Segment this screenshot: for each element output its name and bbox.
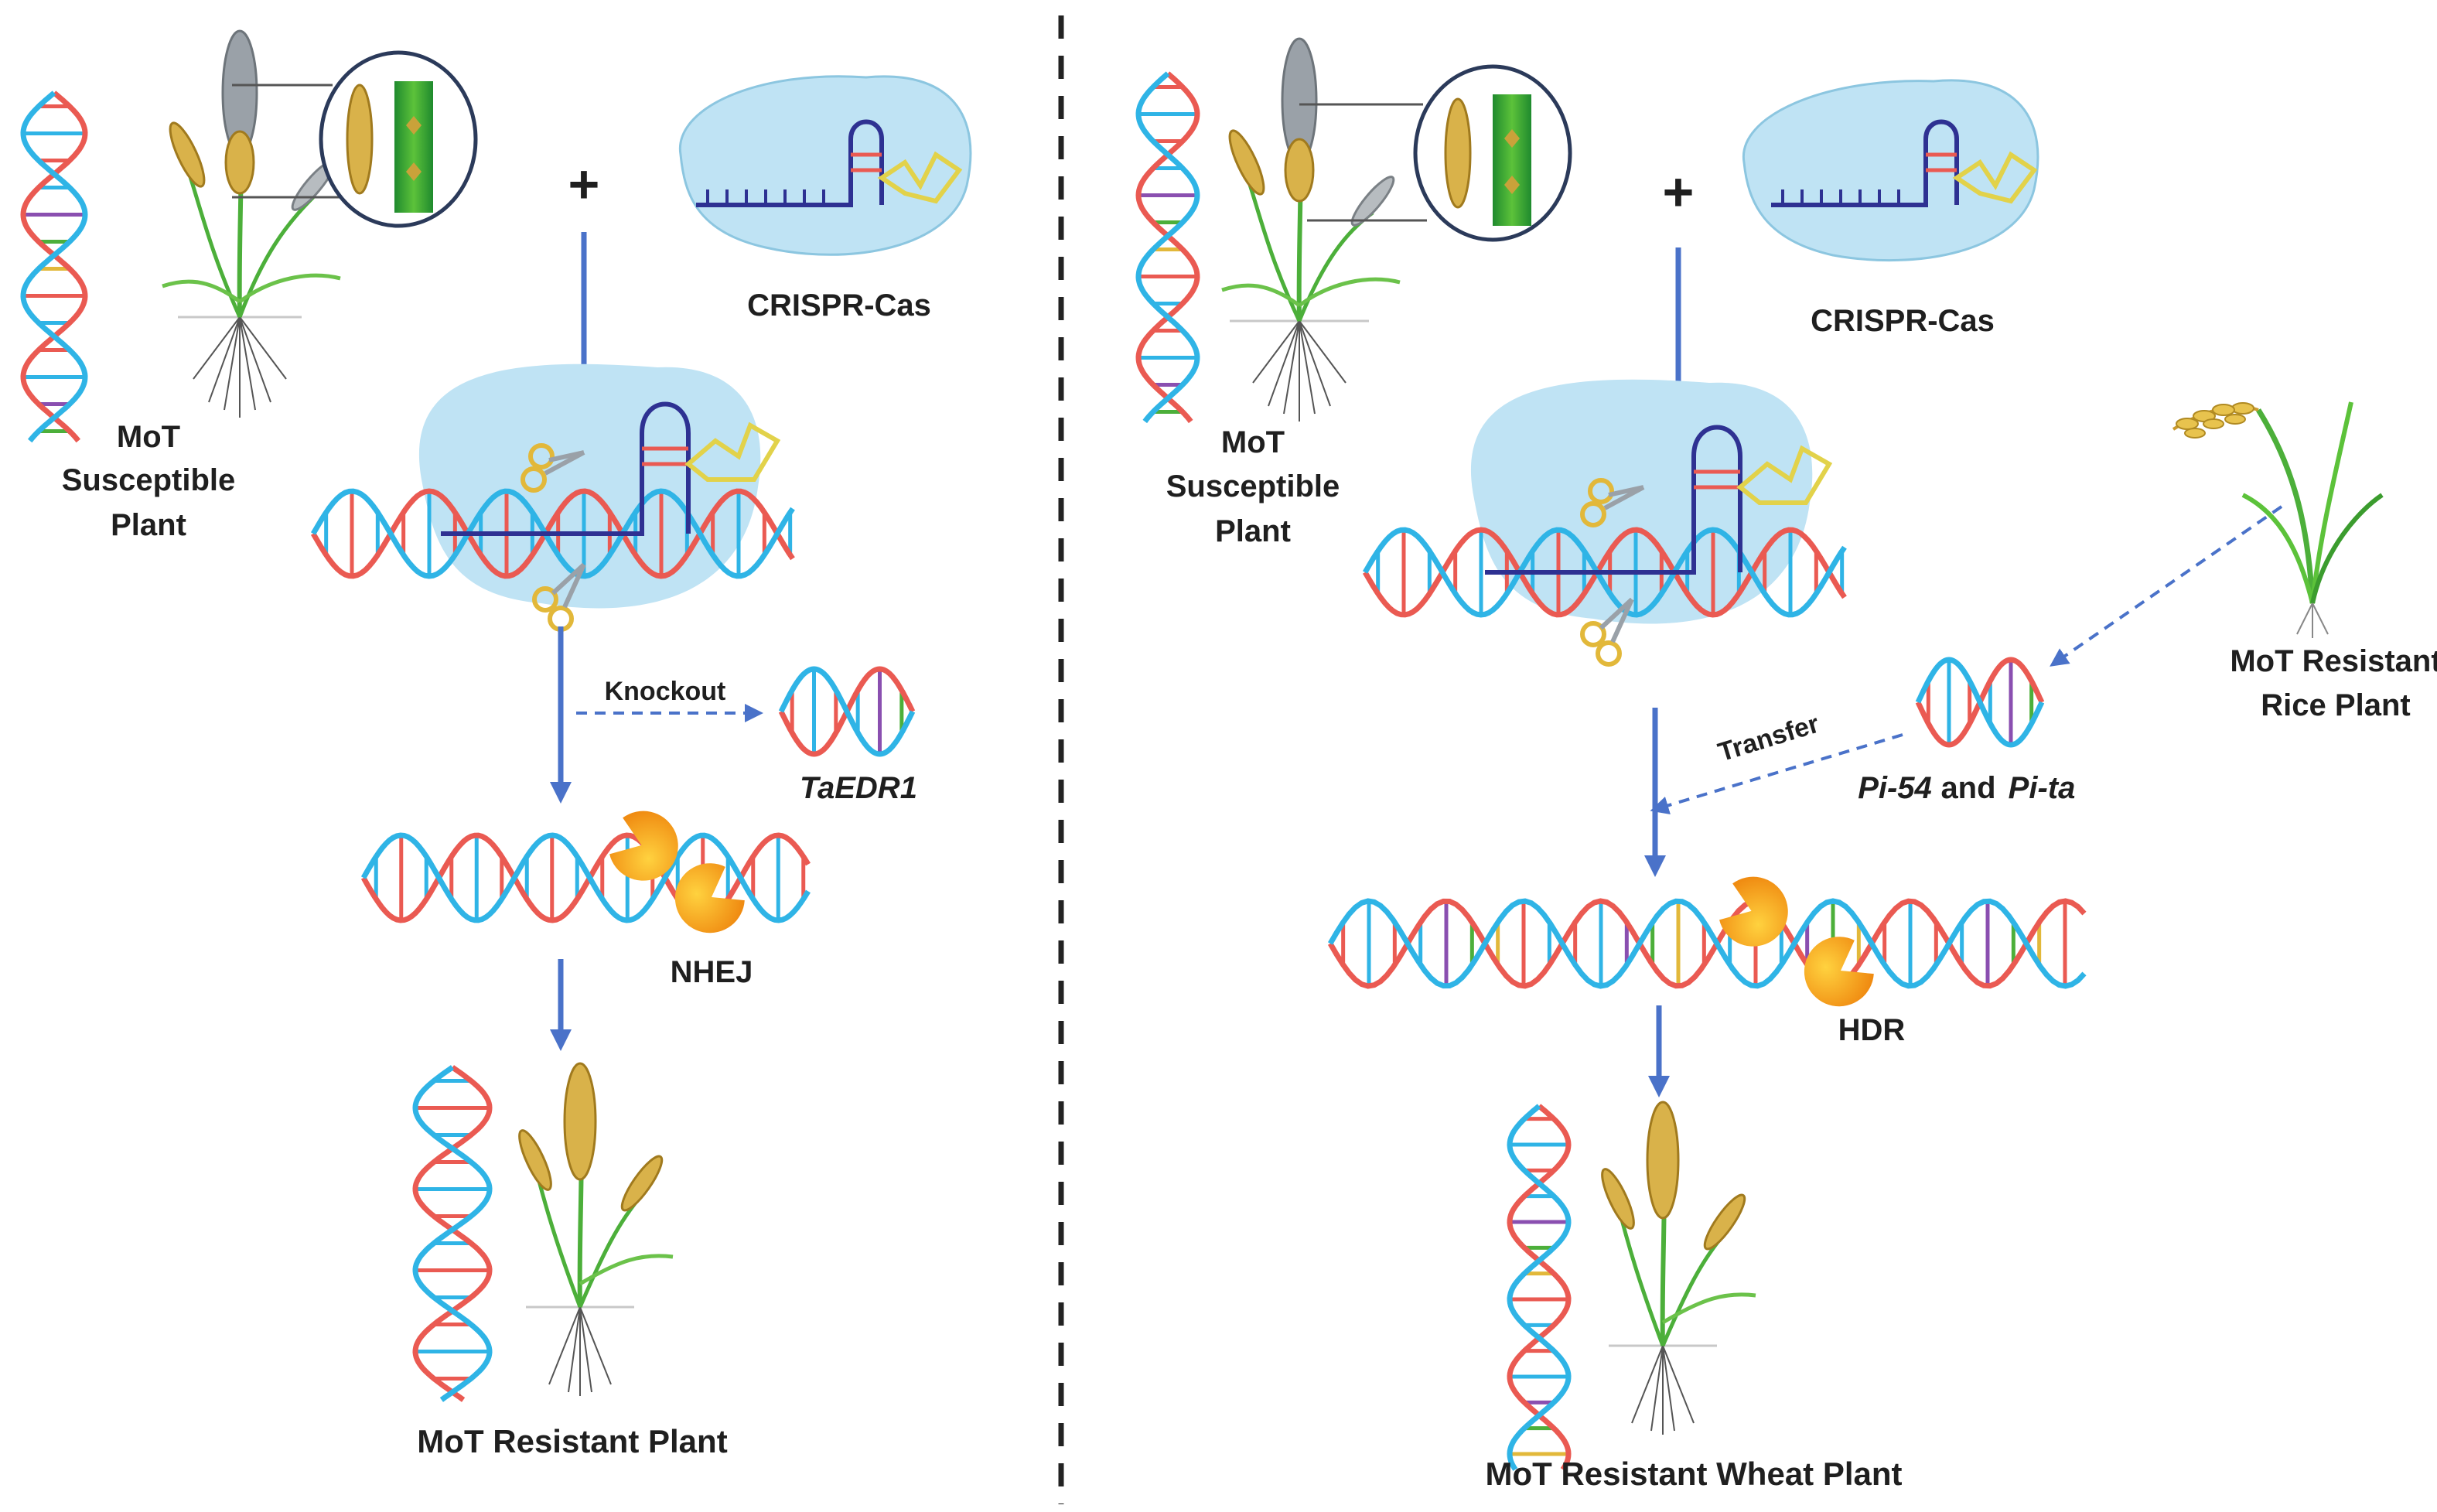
susceptible-label-l1: MoT <box>117 420 180 454</box>
dna-helix-icon <box>778 666 916 757</box>
transfer-label: Transfer <box>1715 709 1822 768</box>
dna-strand <box>412 1065 493 1402</box>
susceptible-label-l3: Plant <box>1215 514 1291 548</box>
scissors-icon <box>521 443 585 493</box>
wheat-plant-icon <box>1601 1101 1756 1435</box>
susceptible-label-l2: Susceptible <box>1166 469 1340 503</box>
hdr-label: HDR <box>1838 1013 1906 1047</box>
dna-strand <box>20 90 88 443</box>
dna-strand <box>1327 898 2087 989</box>
knockout-label: Knockout <box>605 677 726 706</box>
plus-icon: + <box>568 154 600 214</box>
wheat-plant-icon <box>162 29 341 418</box>
dna-strand <box>1507 1104 1572 1471</box>
dna-helix-icon <box>1135 71 1200 424</box>
result-label: MoT Resistant Plant <box>417 1423 727 1459</box>
crispr-cas-complex <box>678 75 972 256</box>
rice-plant-icon <box>2172 401 2384 638</box>
dna-strand <box>1362 527 1847 618</box>
gene2-label: Pi-ta <box>2009 771 2076 805</box>
scissors-icon <box>1580 478 1645 527</box>
crispr-bound-dna <box>1362 379 1847 667</box>
dna-strand <box>1135 71 1200 424</box>
enzyme-pacman-icon <box>1719 876 1874 1007</box>
wheat-plant-icon <box>1221 37 1401 422</box>
susceptible-label-l2: Susceptible <box>62 463 236 497</box>
dna-strand <box>1507 1104 1572 1471</box>
wheat-plant-icon <box>518 1062 674 1396</box>
plus-icon: + <box>1663 162 1695 222</box>
dna-strand <box>310 488 795 579</box>
dna-strand <box>20 90 88 443</box>
dna-strand <box>1915 657 2045 748</box>
dna-helix-icon <box>412 1065 493 1402</box>
dna-strand <box>1135 71 1200 424</box>
left-panel: + CRISPR-Cas MoT Susceptible Plant <box>20 29 972 1459</box>
result-label: MoT Resistant Wheat Plant <box>1485 1456 1902 1492</box>
rice-to-gene-arrow <box>2050 505 2283 667</box>
susceptible-label-l3: Plant <box>111 508 186 542</box>
rice-label-l1: MoT Resistant <box>2230 644 2437 678</box>
dna-strand <box>412 1065 493 1402</box>
nhej-label: NHEJ <box>671 955 753 989</box>
crispr-label: CRISPR-Cas <box>1811 304 1995 338</box>
repaired-dna <box>1327 898 2087 989</box>
crispr-cas-complex <box>1742 79 2039 262</box>
dna-helix-icon <box>1507 1104 1572 1471</box>
gene1-label: Pi-54 <box>1858 771 1932 805</box>
dna-strand <box>778 666 916 757</box>
right-panel: + CRISPR-Cas MoT Susceptible Plant <box>1135 37 2437 1492</box>
enzyme-pacman-icon <box>609 811 745 933</box>
dna-strand <box>1327 898 2087 989</box>
crispr-label: CRISPR-Cas <box>747 288 931 323</box>
magnifier-icon <box>319 50 478 228</box>
scissors-icon <box>532 562 586 632</box>
dna-strand <box>360 832 811 923</box>
dna-helix-icon <box>1915 657 2045 748</box>
transfer-arrow <box>1650 733 1903 815</box>
dna-strand <box>1362 527 1847 618</box>
susceptible-label-l1: MoT <box>1221 425 1285 459</box>
scissors-icon <box>1580 597 1634 667</box>
dna-helix-icon <box>20 90 88 443</box>
gene-label: TaEDR1 <box>800 771 917 805</box>
magnifier-icon <box>1413 64 1572 242</box>
gene-and-label: and <box>1940 771 1995 805</box>
crispr-bound-dna <box>310 363 795 632</box>
rice-label-l2: Rice Plant <box>2261 688 2410 722</box>
dna-strand <box>310 488 795 579</box>
